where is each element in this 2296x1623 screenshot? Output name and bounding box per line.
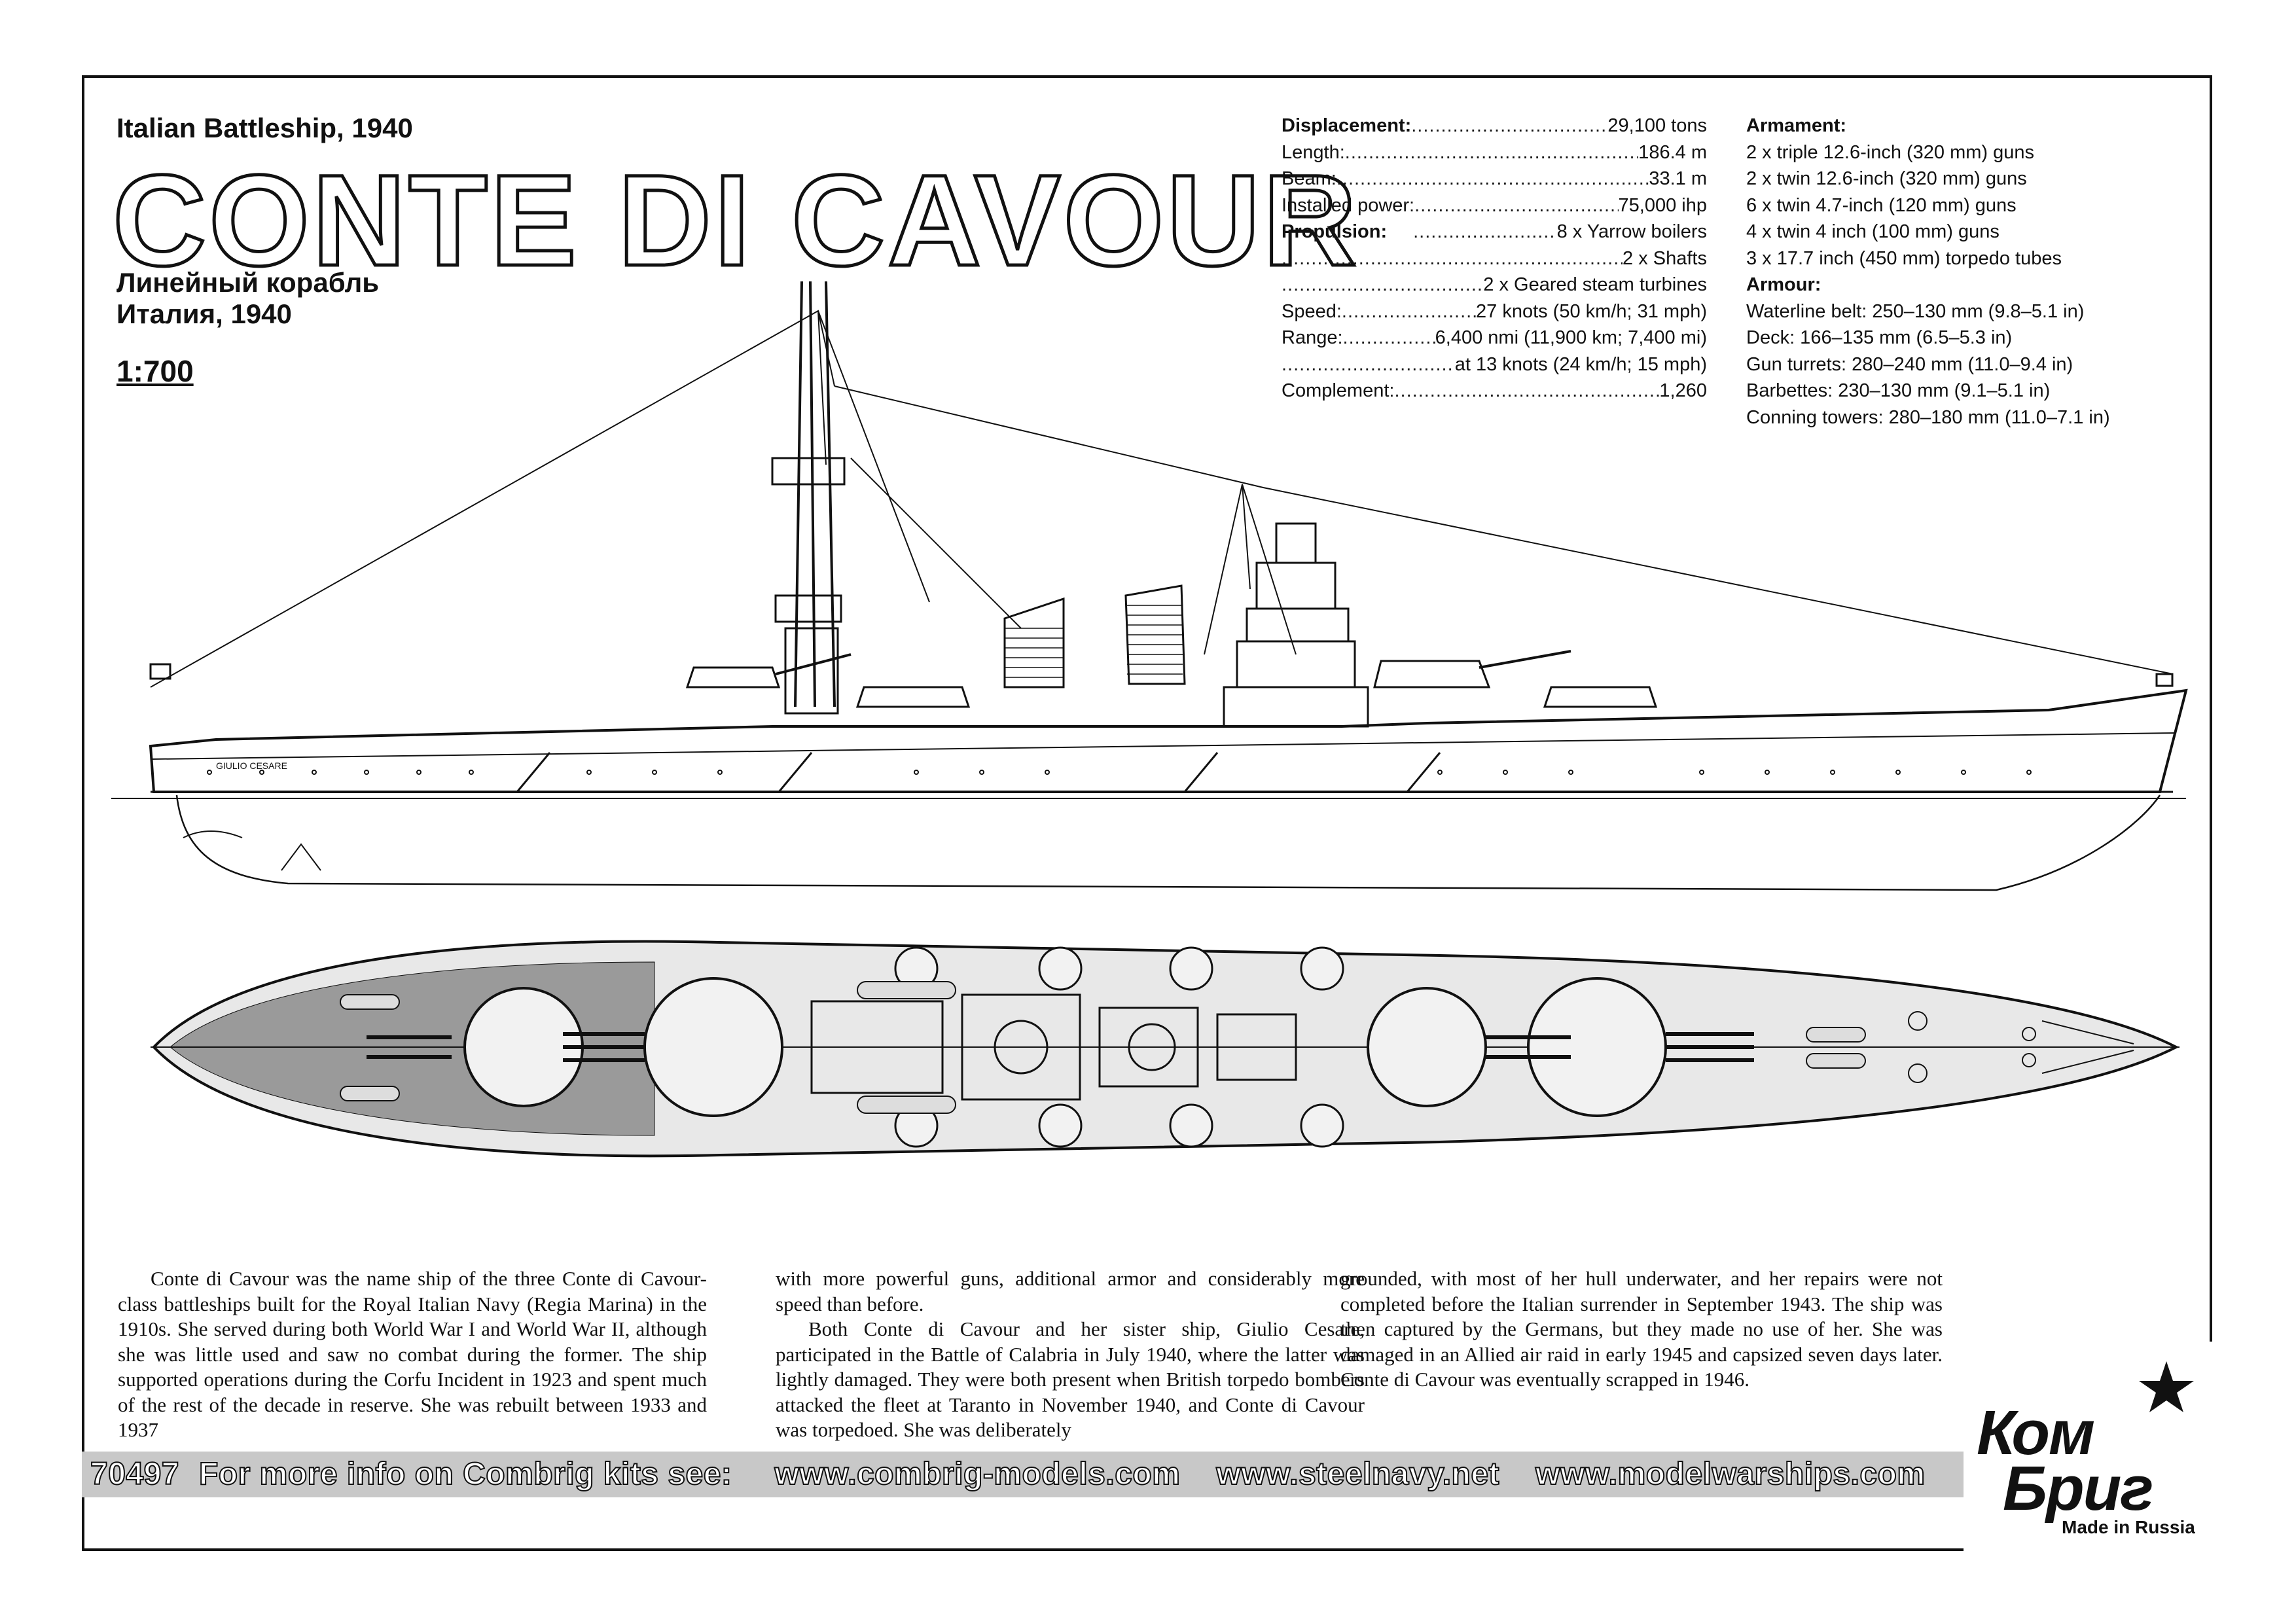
sheet-border [82, 75, 2212, 1551]
combrig-logo: Ком Бриг Made in Russia [1964, 1342, 2212, 1551]
armament-item: 3 x 17.7 inch (450 mm) torpedo tubes [1746, 247, 2062, 269]
armour-item: Conning towers: 280–180 mm (11.0–7.1 in) [1746, 406, 2110, 428]
spec-key: Beam: [1282, 168, 1336, 189]
ship-title: CONTE DI CAVOUR [111, 148, 1359, 293]
footer-info: For more info on Combrig kits see: [198, 1456, 732, 1492]
spec-row: Range: 6,400 nmi (11,900 km; 7,400 mi) [1282, 325, 1707, 351]
russian-subtitle-2: Италия, 1940 [117, 298, 292, 329]
spec-value: 29,100 tons [1607, 115, 1707, 136]
footer-bar [82, 1452, 2212, 1497]
description-paragraph: grounded, with most of her hull underwat… [1340, 1267, 1943, 1391]
logo-text-line2: Бриг [2003, 1454, 2153, 1524]
footer-link[interactable]: www.modelwarships.com [1535, 1456, 1926, 1492]
spec-row: Propulsion: 8 x Yarrow boilers [1282, 219, 1707, 245]
description-paragraph: Conte di Cavour was the name ship of the… [118, 1267, 707, 1441]
description-text: Conte di Cavour was the name ship of the… [118, 1266, 2088, 1456]
spec-value: 6,400 nmi (11,900 km; 7,400 mi) [1435, 327, 1707, 348]
spec-key: Speed: [1282, 300, 1342, 322]
description-column-1: Conte di Cavour was the name ship of the… [118, 1266, 707, 1443]
spec-row: Complement: 1,260 [1282, 378, 1707, 404]
spec-row: 2 x Geared steam turbines [1282, 272, 1707, 298]
spec-key: Installed power: [1282, 194, 1415, 216]
armour-heading: Armour: [1746, 274, 1821, 295]
armour-item: Gun turrets: 280–240 mm (11.0–9.4 in) [1746, 353, 2073, 375]
scale-label: 1:700 [117, 354, 194, 388]
spec-value: 2 x Geared steam turbines [1483, 274, 1707, 295]
armament-item: 2 x triple 12.6-inch (320 mm) guns [1746, 141, 2035, 163]
armament-item: 6 x twin 4.7-inch (120 mm) guns [1746, 194, 2017, 216]
description-column-2: with more powerful guns, additional armo… [776, 1266, 1365, 1443]
description-paragraph: Both Conte di Cavour and her sister ship… [776, 1317, 1365, 1441]
side-profile-drawing [111, 281, 2188, 891]
armament-item: 2 x twin 12.6-inch (320 mm) guns [1746, 168, 2027, 189]
footer-text: 70497 For more info on Combrig kits see: w… [90, 1452, 1962, 1497]
spec-value: 8 x Yarrow boilers [1556, 221, 1707, 242]
armour-item: Deck: 166–135 mm (6.5–5.3 in) [1746, 327, 2013, 348]
description-paragraph: with more powerful guns, additional armo… [776, 1267, 1365, 1315]
spec-key: Displacement: [1282, 115, 1412, 136]
star-icon [2139, 1361, 2194, 1412]
made-in-label: Made in Russia [2062, 1517, 2195, 1537]
specifications-table: Displacement:29,100 tons Length:186.4 m … [1282, 113, 1707, 404]
armour-item: Waterline belt: 250–130 mm (9.8–5.1 in) [1746, 300, 2085, 322]
spec-key: Range: [1282, 327, 1343, 348]
spec-row: 2 x Shafts [1282, 245, 1707, 272]
plan-view-drawing [151, 940, 2179, 1158]
spec-value: 75,000 ihp [1618, 194, 1707, 216]
spec-value: 1,260 [1659, 380, 1707, 401]
russian-subtitle-1: Линейный корабль [117, 267, 380, 298]
spec-row: Speed: 27 knots (50 km/h; 31 mph) [1282, 298, 1707, 325]
subtitle: Italian Battleship, 1940 [117, 113, 413, 143]
spec-key: Length: [1282, 141, 1345, 163]
logo-text-line1: Ком [1977, 1398, 2095, 1468]
spec-key: Propulsion: [1282, 221, 1388, 242]
armament-armour-list: Armament: 2 x triple 12.6-inch (320 mm) … [1746, 113, 2165, 431]
spec-row: Length: 186.4 m [1282, 139, 1707, 166]
spec-row: Displacement: 29,100 tons [1282, 113, 1707, 139]
spec-value: 186.4 m [1638, 141, 1707, 163]
logo-emblem [2139, 1361, 2194, 1412]
armament-heading: Armament: [1746, 115, 1847, 136]
armour-item: Barbettes: 230–130 mm (9.1–5.1 in) [1746, 380, 2051, 401]
hull-nameplate: GIULIO CESARE [216, 760, 287, 771]
description-column-3: grounded, with most of her hull underwat… [1340, 1266, 1943, 1393]
spec-key: Complement: [1282, 380, 1395, 401]
spec-value: 2 x Shafts [1623, 247, 1707, 269]
spec-row: Installed power: 75,000 ihp [1282, 192, 1707, 219]
spec-row: at 13 knots (24 km/h; 15 mph) [1282, 351, 1707, 378]
spec-value: at 13 knots (24 km/h; 15 mph) [1454, 353, 1707, 375]
kit-number: 70497 [90, 1456, 179, 1492]
armament-item: 4 x twin 4 inch (100 mm) guns [1746, 221, 2000, 242]
spec-value: 27 knots (50 km/h; 31 mph) [1476, 300, 1707, 322]
spec-value: 33.1 m [1649, 168, 1707, 189]
spec-row: Beam: 33.1 m [1282, 166, 1707, 192]
footer-link[interactable]: www.combrig-models.com [774, 1456, 1181, 1492]
footer-link[interactable]: www.steelnavy.net [1215, 1456, 1500, 1492]
